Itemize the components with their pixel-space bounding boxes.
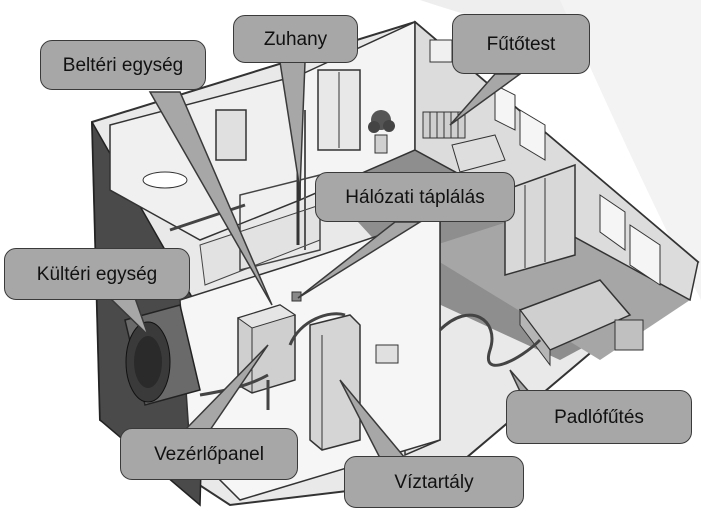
label-futotest: Fűtőtest bbox=[452, 14, 590, 74]
window-right-2 bbox=[519, 109, 546, 161]
window-right-3 bbox=[599, 194, 626, 251]
plant-icon bbox=[368, 110, 395, 154]
wall-picture bbox=[429, 39, 453, 63]
pointer-halozati bbox=[297, 221, 423, 299]
nightstand-icon bbox=[614, 319, 644, 351]
indoor-unit-icon bbox=[236, 304, 297, 394]
label-kulteri-egyseg: Kültéri egység bbox=[4, 248, 190, 300]
label-vezerlopanel: Vezérlőpanel bbox=[120, 428, 298, 480]
window-right-4 bbox=[629, 224, 661, 286]
callout-pointers bbox=[108, 61, 546, 459]
label-padlofutes: Padlófűtés bbox=[506, 390, 692, 444]
label-halozati-taplalas: Hálózati táplálás bbox=[315, 172, 515, 222]
small-box-icon bbox=[375, 344, 399, 364]
window-right-1 bbox=[494, 84, 516, 131]
label-belteri-egyseg: Beltéri egység bbox=[40, 40, 206, 90]
sofa-icon bbox=[451, 134, 506, 173]
water-tank-icon bbox=[309, 314, 361, 451]
sink-icon bbox=[142, 171, 188, 189]
label-viztartaly: Víztartály bbox=[344, 456, 524, 508]
wardrobe-icon bbox=[504, 163, 576, 276]
bathroom-window bbox=[215, 109, 247, 161]
pointer-belteri bbox=[148, 91, 273, 306]
pointer-futotest bbox=[449, 73, 523, 126]
label-zuhany: Zuhany bbox=[233, 15, 358, 63]
